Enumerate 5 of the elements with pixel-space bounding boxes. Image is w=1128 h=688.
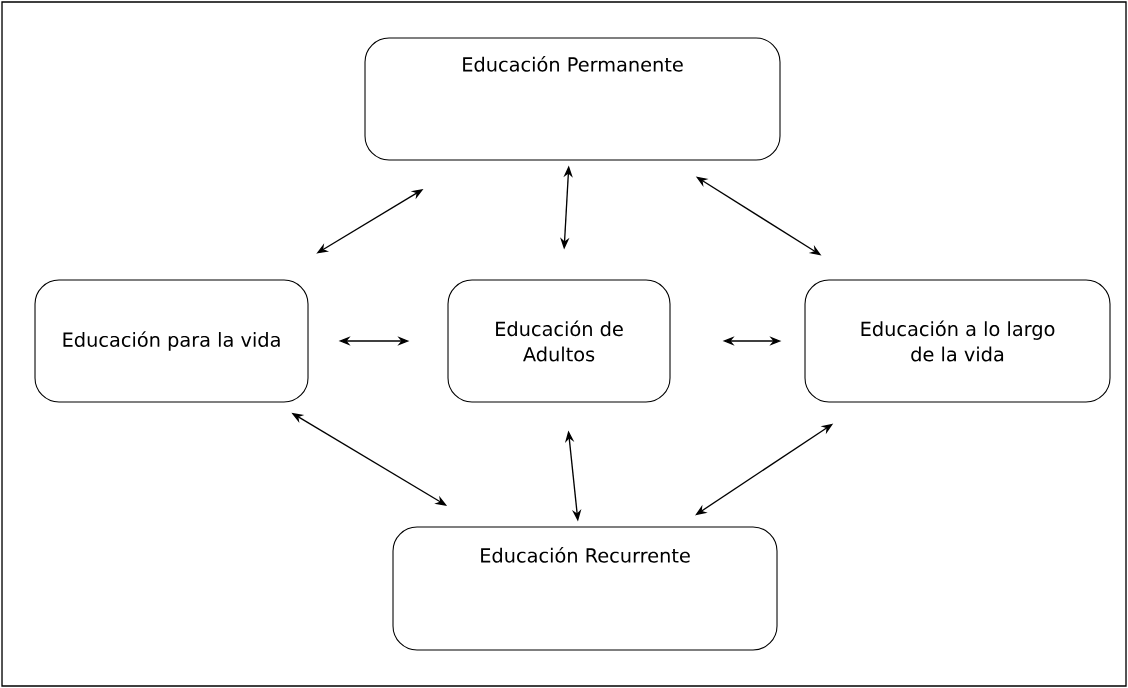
rounded-box: Educación para la vida	[34, 279, 309, 403]
rounded-box: Educación de Adultos	[447, 279, 671, 403]
rounded-box: Educación Permanente	[364, 37, 781, 161]
rounded-box: Educación a lo largo de la vida	[804, 279, 1111, 403]
rounded-box: Educación Recurrente	[392, 526, 778, 651]
